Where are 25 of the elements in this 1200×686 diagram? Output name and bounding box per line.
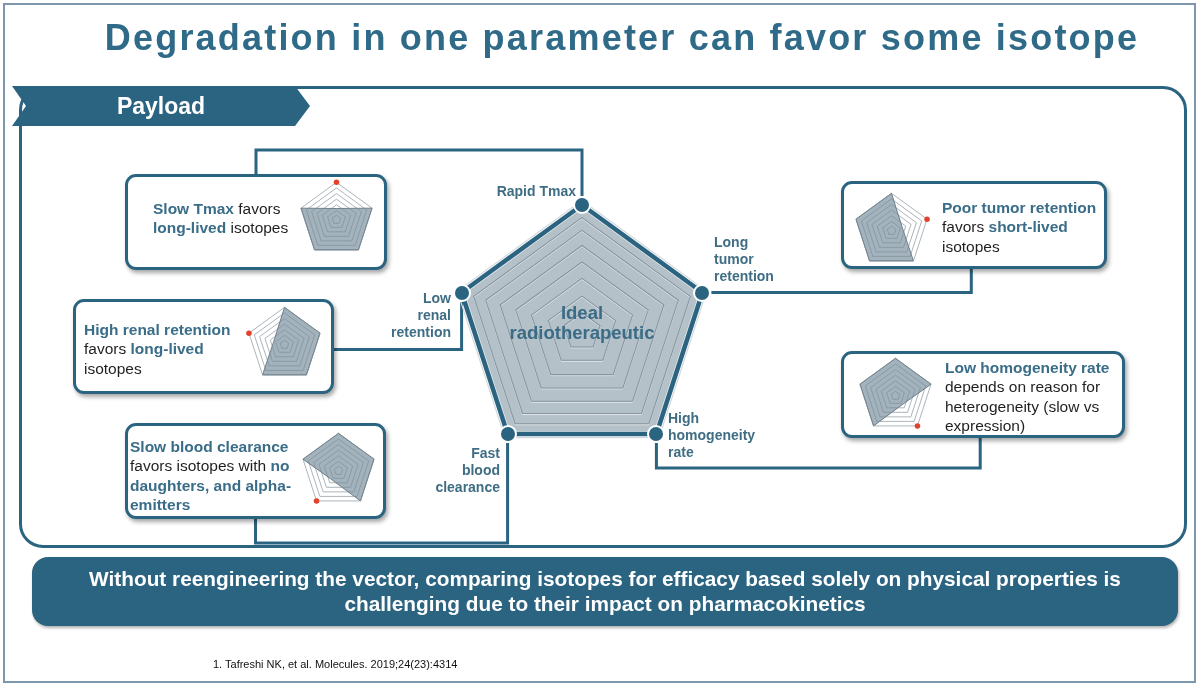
- slide-title: Degradation in one parameter can favor some isotope: [104, 16, 1140, 60]
- connector-line: [334, 301, 464, 351]
- callout-text: Slow Tmax favors long-lived isotopes: [153, 199, 290, 238]
- citation-text: 1. Tafreshi NK, et al. Molecules. 2019;24(23):4314: [213, 657, 458, 671]
- connector-line: [254, 443, 510, 545]
- vertex-label: Fast blood clearance: [434, 445, 500, 496]
- callout-box: [125, 174, 387, 270]
- connector-line: [711, 269, 973, 294]
- vertex-label: Rapid Tmax: [495, 183, 576, 200]
- connector-line: [654, 438, 982, 470]
- callout-text: Low homogeneity rate depends on reason for heterogeneity (slow vs expression): [945, 358, 1111, 436]
- callout-text: Slow blood clearance favors isotopes with no daughters, and alpha-emitters: [130, 437, 293, 515]
- radar-center-label: Ideal radiotherapeutic: [508, 302, 656, 344]
- callout-box: [125, 423, 386, 519]
- callout-text: High renal retention favors long-lived isotopes: [84, 320, 232, 379]
- vertex-label: Low renal retention: [390, 290, 451, 341]
- vertex-label: Long tumor retention: [714, 234, 775, 285]
- section-tab: Payload: [12, 86, 310, 126]
- callout-box: [841, 351, 1125, 438]
- connector-line: [254, 148, 584, 196]
- vertex-label: High homogeneity rate: [668, 410, 757, 461]
- summary-banner: Without reengineering the vector, comparing isotopes for efficacy based solely on physical properties is challenging due to their impact on pharmacokinetics: [32, 557, 1178, 626]
- callout-text: Poor tumor retention favors short-lived isotopes: [942, 198, 1098, 257]
- callout-box: [73, 299, 334, 394]
- callout-box: [841, 181, 1107, 269]
